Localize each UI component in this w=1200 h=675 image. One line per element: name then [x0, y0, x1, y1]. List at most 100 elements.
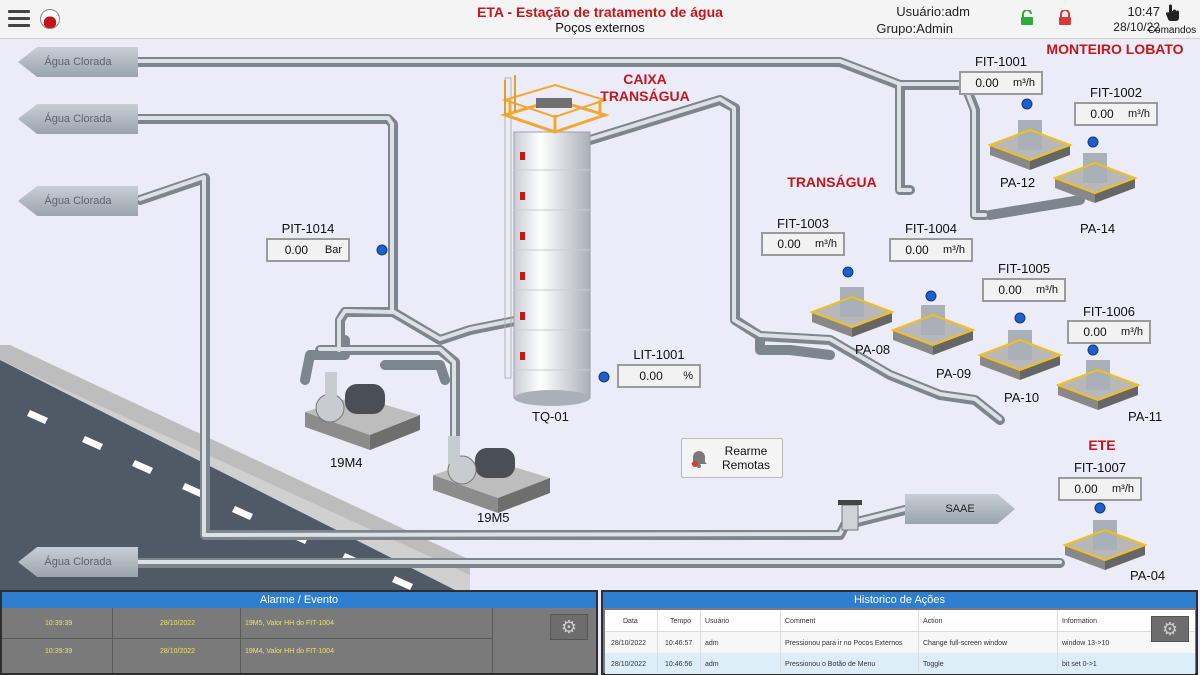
menu-button[interactable] [8, 10, 30, 28]
page-subtitle: Poços externos [555, 20, 645, 35]
fit1003-display[interactable]: 0.00 m³/h [761, 232, 845, 256]
alarm-settings-button[interactable]: ⚙ [550, 614, 588, 640]
history-cell: Pressionou para ir no Pocos Externos [785, 640, 903, 647]
alarm-date: 28/10/2022 [160, 620, 196, 627]
commands-label: Comandos [1147, 25, 1197, 36]
alarm-message: 19M4, Valor HH do FIT-1004 [245, 648, 334, 655]
lit1001-display[interactable]: 0.00 % [617, 364, 701, 388]
well-pa14-label[interactable]: PA-14 [1080, 221, 1116, 236]
pit1014-value: 0.00 [284, 243, 309, 257]
history-row[interactable]: 28/10/2022 10:46:56 adm Pressionou o Bot… [605, 653, 1195, 674]
agua-clorada-arrow-1[interactable]: Água Clorada [18, 47, 138, 77]
well-pa11-label[interactable]: PA-11 [1128, 409, 1163, 424]
tank-tq01 [500, 75, 610, 406]
area-ete-label: ETE [1088, 437, 1116, 453]
history-col-header: Information [1062, 618, 1098, 625]
fit1007-value: 0.00 [1074, 482, 1098, 496]
history-cell: 28/10/2022 [611, 640, 647, 647]
unlock-icon[interactable] [1020, 10, 1034, 26]
fit1002-value: 0.00 [1090, 107, 1114, 121]
fit1006-unit: m³/h [1121, 326, 1143, 338]
saae-valve [838, 500, 862, 531]
sensor-indicators [376, 98, 1106, 514]
well-pa09-label[interactable]: PA-09 [936, 366, 972, 381]
history-table: Data Tempo Usuário Comment Action Inform… [605, 610, 1195, 674]
lit1001-tag: LIT-1001 [633, 347, 685, 362]
app-logo-icon [40, 9, 60, 29]
well-pa10-label[interactable]: PA-10 [1004, 390, 1040, 405]
alarm-time: 10:39:39 [45, 648, 73, 655]
history-col-header: Usuário [705, 618, 730, 625]
pit1014-unit: Bar [324, 244, 342, 256]
clock-time: 10:47 [1127, 4, 1160, 19]
history-cell: 28/10/2022 [611, 661, 647, 668]
tank-tq01-label[interactable]: TQ-01 [532, 409, 569, 424]
lock-icon[interactable] [1058, 10, 1072, 26]
well-pa04-label[interactable]: PA-04 [1130, 568, 1166, 583]
fit1005-display[interactable]: 0.00 m³/h [982, 278, 1066, 302]
fit1005-tag: FIT-1005 [997, 261, 1051, 276]
history-cell: Pressionou o Botão de Menu [785, 661, 876, 668]
clock-date: 28/10/22 [1113, 20, 1160, 34]
fit1007-tag: FIT-1007 [1073, 460, 1127, 475]
fit1004-unit: m³/h [943, 244, 965, 256]
fit1002-tag: FIT-1002 [1089, 85, 1143, 100]
pipe-network [115, 57, 1085, 568]
fit1003-unit: m³/h [815, 238, 837, 250]
rearme-remotas-button[interactable]: Rearme Remotas [681, 438, 783, 478]
history-panel: Historico de Ações Data Tempo Usuário Co… [601, 590, 1198, 675]
header-bar: ETA - Estação de tratamento de água Poço… [0, 0, 1200, 39]
area-caixa-label: CAIXA [623, 71, 667, 87]
fit1001-display[interactable]: 0.00 m³/h [959, 71, 1043, 95]
agua-clorada-arrow-4[interactable]: Água Clorada [18, 547, 138, 577]
history-settings-button[interactable]: ⚙ [1151, 616, 1189, 642]
fit1006-value: 0.00 [1083, 325, 1107, 339]
history-col-header: Tempo [670, 618, 692, 625]
alarm-message: 19M5, Valor HH do FIT-1004 [245, 620, 334, 627]
history-cell: window 13->10 [1062, 640, 1110, 647]
agua-clorada-arrow-3[interactable]: Água Clorada [18, 186, 138, 216]
fit1004-display[interactable]: 0.00 m³/h [889, 238, 973, 262]
history-col-header: Data [623, 618, 638, 625]
history-cell: 10:46:56 [665, 661, 693, 668]
pit1014-display[interactable]: 0.00 Bar [266, 238, 350, 262]
pump-19m4-graphic [305, 372, 420, 450]
user-label: Usuário:adm [896, 4, 970, 19]
commands-button[interactable]: Comandos [1144, 4, 1200, 36]
fit1001-value: 0.00 [975, 76, 999, 90]
history-col-header: Action [923, 618, 943, 625]
alarm-time: 10:39:39 [45, 620, 73, 627]
well-pa08-label[interactable]: PA-08 [855, 342, 891, 357]
rearme-line2: Remotas [721, 458, 771, 472]
well-pa12-label[interactable]: PA-12 [1000, 175, 1036, 190]
fit1003-value: 0.00 [777, 237, 801, 251]
gear-icon: ⚙ [560, 616, 578, 637]
history-row[interactable]: 28/10/2022 10:46:57 adm Pressionou para … [605, 632, 1195, 653]
history-header-row: Data Tempo Usuário Comment Action Inform… [605, 610, 1195, 632]
alarm-panel-title: Alarme / Evento [2, 592, 596, 608]
alarm-date: 28/10/2022 [160, 648, 196, 655]
pump-19m5-label[interactable]: 19M5 [477, 510, 510, 525]
history-panel-title: Historico de Ações [603, 592, 1196, 608]
agua-clorada-arrow-2[interactable]: Água Clorada [18, 104, 138, 134]
fit1007-display[interactable]: 0.00 m³/h [1058, 477, 1142, 501]
fit1006-display[interactable]: 0.00 m³/h [1067, 320, 1151, 344]
alarm-row[interactable]: 10:39:39 28/10/2022 19M5, Valor HH do FI… [2, 610, 492, 638]
fit1004-value: 0.00 [905, 243, 929, 257]
fit1004-tag: FIT-1004 [904, 221, 958, 236]
history-cell: adm [705, 640, 719, 647]
rearme-line1: Rearme [724, 444, 768, 458]
pump-19m4-label[interactable]: 19M4 [330, 455, 363, 470]
history-cell: 10:46:57 [665, 640, 693, 647]
alarm-row[interactable]: 10:39:39 28/10/2022 19M4, Valor HH do FI… [2, 638, 492, 666]
saae-arrow[interactable]: SAAE [905, 494, 1015, 524]
area-caixa-transagua-label: TRANSÁGUA [600, 88, 690, 104]
gear-icon: ⚙ [1161, 618, 1179, 639]
pit1014-tag: PIT-1014 [281, 221, 335, 236]
fit1007-unit: m³/h [1112, 483, 1134, 495]
group-label: Grupo:Admin [876, 21, 953, 36]
bell-icon [691, 451, 707, 468]
fit1002-display[interactable]: 0.00 m³/h [1074, 102, 1158, 126]
lit1001-value: 0.00 [639, 369, 663, 383]
